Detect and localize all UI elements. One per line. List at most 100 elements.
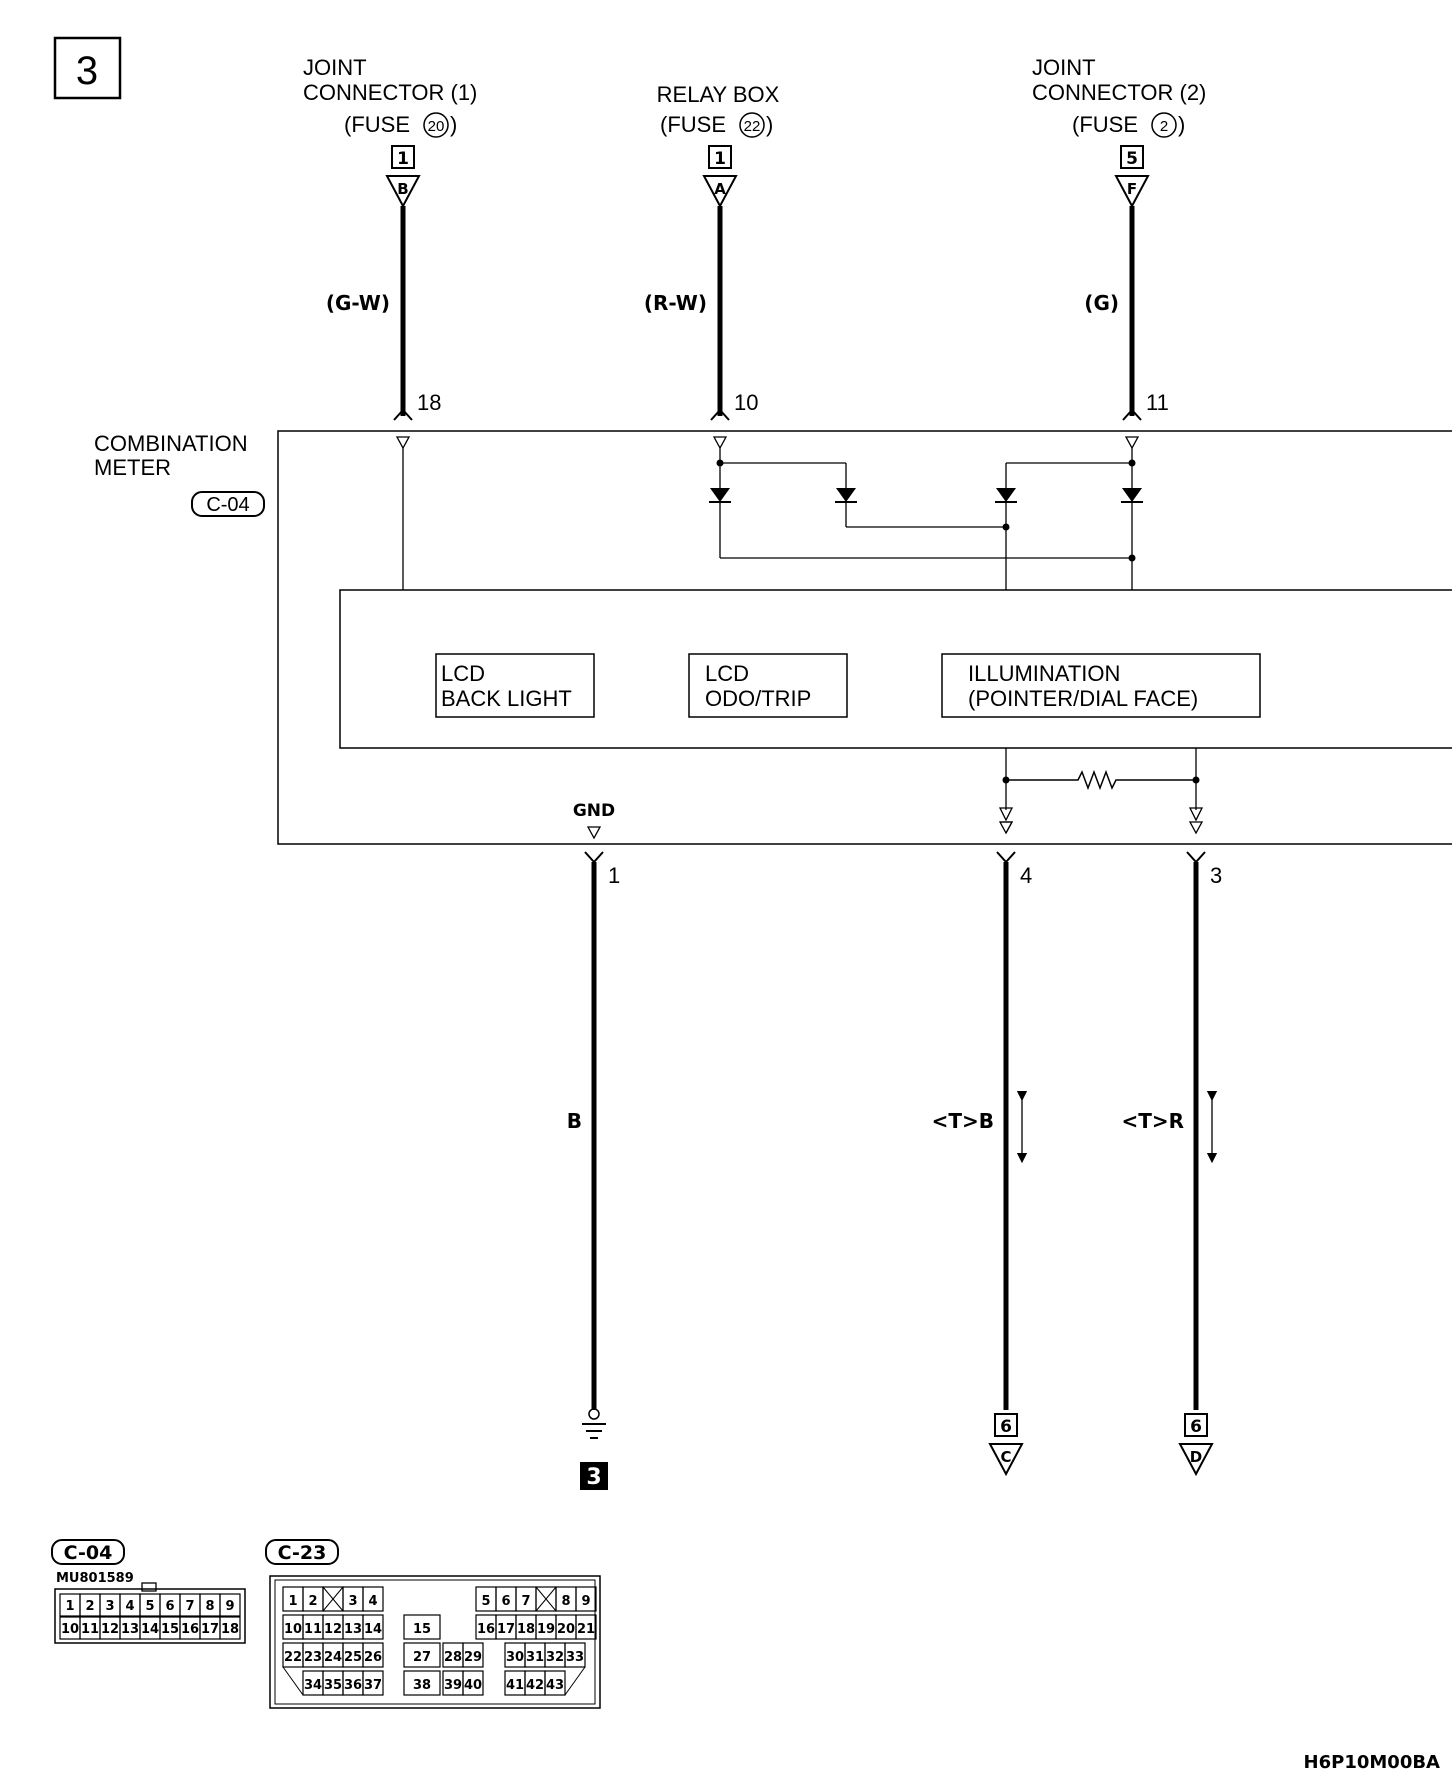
terminal-11 xyxy=(1124,436,1140,450)
pin-cell xyxy=(575,1614,597,1640)
block-illumination: ILLUMINATION (POINTER/DIAL FACE) xyxy=(941,653,1261,718)
diode-2 xyxy=(835,488,857,503)
ground-ref: 3 xyxy=(586,1465,601,1490)
diode-1 xyxy=(709,488,731,503)
pin-label: 18 xyxy=(221,1622,239,1637)
fuse-number: 20 xyxy=(428,118,445,135)
wire-color-label: (G) xyxy=(1084,291,1119,315)
pin-label: 3 xyxy=(105,1599,114,1614)
pin-label: 5 xyxy=(145,1599,154,1614)
page-number: 3 xyxy=(76,49,98,93)
meter-title-line1: COMBINATION xyxy=(94,431,248,456)
pin-label: 8 xyxy=(205,1599,214,1614)
dest-page-box xyxy=(994,1413,1018,1437)
pin-cell xyxy=(362,1670,384,1696)
source-joint-connector-2: JOINT CONNECTOR (2) (FUSE 2 ) 5 F (G) 11 xyxy=(1032,55,1206,421)
page-number-box: 3 xyxy=(53,36,122,100)
meter-pin-number: 11 xyxy=(1146,390,1169,415)
pin-label: 9 xyxy=(581,1594,590,1609)
connector-letter: F xyxy=(1127,180,1137,198)
fuse-suffix: ) xyxy=(1178,112,1185,137)
connector-id: C-04 xyxy=(206,494,249,516)
junction-dot xyxy=(716,459,724,467)
meter-pin-number: 18 xyxy=(417,390,441,415)
fuse-circle xyxy=(739,112,765,138)
junction-dot xyxy=(1002,776,1010,784)
pin-label: 12 xyxy=(324,1622,342,1637)
gnd-label: GND xyxy=(573,801,615,821)
diode-4 xyxy=(1121,488,1143,503)
pin-label: 3 xyxy=(348,1594,357,1609)
fuse-prefix: (FUSE xyxy=(344,112,410,137)
pin-label: 8 xyxy=(561,1594,570,1609)
figure-code: H6P10M00BA xyxy=(1304,1752,1441,1773)
terminal-gnd xyxy=(586,826,602,840)
resistor xyxy=(1006,769,1196,791)
pin-label: 19 xyxy=(537,1622,555,1637)
pin-cell xyxy=(462,1670,484,1696)
output-ground: 1 B 3 xyxy=(567,851,620,1490)
pin-cell xyxy=(575,1586,597,1612)
pin-label: 15 xyxy=(161,1622,179,1637)
output-pin-3: 3 <T>R 6 D xyxy=(1121,851,1222,1477)
pin-box xyxy=(708,145,732,169)
source-name-line1: JOINT xyxy=(1032,55,1096,80)
pin-label: 41 xyxy=(506,1678,524,1693)
dest-triangle xyxy=(1178,1443,1214,1477)
pin-label: 34 xyxy=(304,1678,322,1693)
pin-label: 2 xyxy=(85,1599,94,1614)
pin-box xyxy=(391,145,415,169)
source-joint-connector-1: JOINT CONNECTOR (1) (FUSE 20 ) 1 B (G-W)… xyxy=(303,55,477,421)
pin-label: 24 xyxy=(324,1650,342,1665)
block-label-line1: LCD xyxy=(441,661,485,686)
connector-housing xyxy=(269,1575,601,1709)
output-pin-4: 4 <T>B 6 C xyxy=(932,851,1032,1477)
meter-module-box xyxy=(339,589,1452,749)
pin-label: 4 xyxy=(125,1599,134,1614)
dest-page-box xyxy=(1184,1413,1208,1437)
dest-letter: C xyxy=(1000,1448,1011,1466)
combination-meter: COMBINATION METER C-04 xyxy=(94,430,1452,845)
connector-triangle xyxy=(1114,175,1150,209)
block-label-line2: ODO/TRIP xyxy=(705,686,811,711)
pin-cell xyxy=(219,1616,241,1640)
junction-dot xyxy=(1128,459,1136,467)
pin-label: 15 xyxy=(413,1622,431,1637)
fuse-suffix: ) xyxy=(766,112,773,137)
dest-page: 6 xyxy=(1000,1417,1012,1437)
pin-cell xyxy=(544,1670,566,1696)
pin-label: 11 xyxy=(81,1622,99,1637)
pin-label: 17 xyxy=(201,1622,219,1637)
source-name-line2: CONNECTOR (2) xyxy=(1032,80,1206,105)
pin-label: 6 xyxy=(165,1599,174,1614)
pin-label: 29 xyxy=(464,1650,482,1665)
pin-label: 1 xyxy=(288,1594,297,1609)
connector-id-badge xyxy=(191,491,265,517)
terminal-10 xyxy=(712,436,728,450)
ground-ref-badge xyxy=(580,1462,608,1490)
pin-label: 10 xyxy=(61,1622,79,1637)
connector-inner xyxy=(274,1579,596,1705)
pin-number: 4 xyxy=(1020,863,1032,888)
pin-label: 17 xyxy=(497,1622,515,1637)
pin-label: 2 xyxy=(308,1594,317,1609)
block-lcd-back-light: LCD BACK LIGHT xyxy=(435,653,595,718)
pin-label: 40 xyxy=(464,1678,482,1693)
pin-label: 9 xyxy=(225,1599,234,1614)
pin-label: 5 xyxy=(481,1594,490,1609)
pin-label: 14 xyxy=(364,1622,382,1637)
pin-label: 22 xyxy=(284,1650,302,1665)
meter-pin-number: 10 xyxy=(734,390,758,415)
meter-pin-fork xyxy=(1122,408,1142,421)
pin-label: 13 xyxy=(121,1622,139,1637)
connector-latch xyxy=(141,1582,157,1592)
block-label-line1: ILLUMINATION xyxy=(968,661,1120,686)
connector-letter: A xyxy=(714,180,726,198)
fuse-number: 22 xyxy=(744,118,761,135)
pin-cell xyxy=(564,1642,586,1668)
pin-number: 1 xyxy=(714,149,726,169)
pin-label: 30 xyxy=(506,1650,524,1665)
pin-cell xyxy=(362,1614,384,1640)
